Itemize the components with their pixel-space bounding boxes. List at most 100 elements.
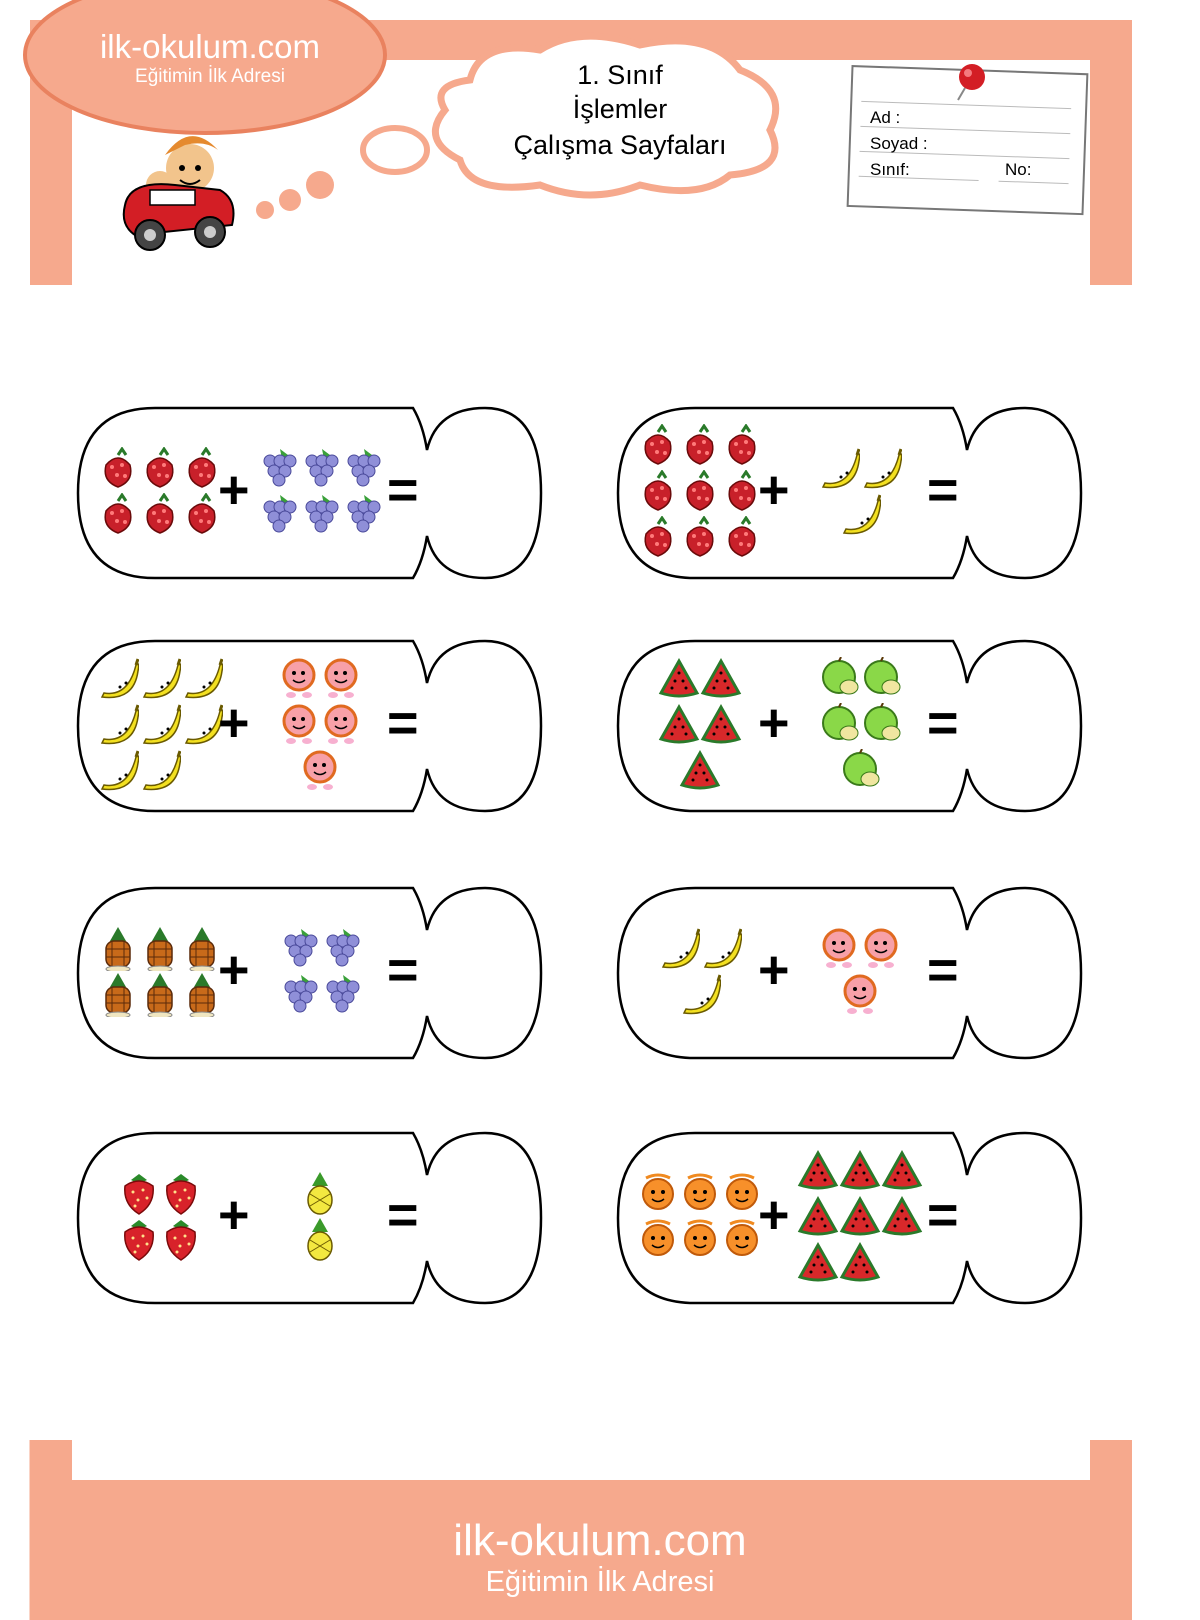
- raspberry-icon: [686, 516, 714, 557]
- footer-brand-name[interactable]: ilk-okulum.com: [453, 1516, 747, 1565]
- footer-brand-tagline: Eğitimin İlk Adresi: [485, 1566, 715, 1598]
- watermelon-icon: [839, 1149, 881, 1190]
- orange-icon: [726, 1173, 758, 1210]
- strawberry-icon: [124, 1174, 154, 1215]
- title-cloud: [432, 32, 780, 199]
- orange-icon: [684, 1219, 716, 1256]
- answer-box[interactable]: [975, 658, 1075, 794]
- exercise-card-outline: [76, 406, 543, 580]
- watermelon-icon: [658, 703, 700, 744]
- exercise-card: +=: [615, 885, 1095, 1061]
- pineapple-icon: [189, 927, 215, 971]
- car-kid-icon: [122, 136, 235, 251]
- watermelon-icon: [700, 657, 742, 698]
- grapes-icon: [347, 495, 381, 533]
- apple-icon: [822, 657, 859, 695]
- equals-sign: =: [927, 940, 959, 1000]
- raspberry-icon: [686, 424, 714, 465]
- plus-sign: +: [758, 693, 790, 753]
- equals-sign: =: [387, 1185, 419, 1245]
- raspberry-icon: [188, 447, 216, 488]
- watermelon-icon: [881, 1195, 923, 1236]
- watermelon-icon: [797, 1149, 839, 1190]
- raspberry-icon: [188, 493, 216, 534]
- grapes-icon: [263, 449, 297, 487]
- pineapple-icon: [105, 927, 131, 971]
- exercise-card: +=: [75, 405, 555, 581]
- plus-sign: +: [758, 460, 790, 520]
- apple-icon: [822, 703, 859, 741]
- exercise-card: +=: [615, 1130, 1095, 1306]
- grapes-icon: [284, 975, 318, 1013]
- grapes-icon: [305, 495, 339, 533]
- banana-icon: [184, 704, 223, 745]
- exercise-card: +=: [615, 405, 1095, 581]
- banana-icon: [100, 750, 139, 791]
- exercise-card: +=: [75, 885, 555, 1061]
- banana-icon: [100, 704, 139, 745]
- answer-box[interactable]: [435, 1150, 535, 1286]
- raspberry-icon: [728, 516, 756, 557]
- watermelon-icon: [881, 1149, 923, 1190]
- plus-sign: +: [218, 693, 250, 753]
- watermelon-icon: [679, 749, 721, 790]
- raspberry-icon: [644, 424, 672, 465]
- plus-sign: +: [758, 1185, 790, 1245]
- raspberry-icon: [644, 470, 672, 511]
- answer-box[interactable]: [975, 425, 1075, 561]
- plus-sign: +: [758, 940, 790, 1000]
- grapefruit-icon: [843, 974, 877, 1014]
- pineapple-icon: [105, 973, 131, 1017]
- answer-box[interactable]: [435, 425, 535, 561]
- raspberry-icon: [686, 470, 714, 511]
- grapefruit-icon: [303, 750, 337, 790]
- raspberry-icon: [104, 447, 132, 488]
- grapes-icon: [326, 929, 360, 967]
- banana-icon: [142, 658, 181, 699]
- answer-box[interactable]: [435, 658, 535, 794]
- banana-icon: [703, 928, 742, 969]
- no-label: No:: [1005, 160, 1032, 179]
- page-title-line-2: İşlemler: [572, 94, 668, 124]
- raspberry-icon: [146, 493, 174, 534]
- banana-icon: [821, 448, 860, 489]
- answer-box[interactable]: [975, 1150, 1075, 1286]
- plus-sign: +: [218, 460, 250, 520]
- grapes-icon: [326, 975, 360, 1013]
- page-title-line-1: 1. Sınıf: [577, 60, 663, 90]
- sinif-label: Sınıf:: [870, 160, 910, 179]
- grapes-icon: [305, 449, 339, 487]
- watermelon-icon: [797, 1241, 839, 1282]
- pineapple-small-icon: [307, 1172, 333, 1215]
- exercise-card: +=: [75, 638, 555, 814]
- banana-icon: [184, 658, 223, 699]
- answer-box[interactable]: [435, 905, 535, 1041]
- brand-tagline: Eğitimin İlk Adresi: [135, 66, 285, 87]
- plus-sign: +: [218, 1185, 250, 1245]
- pineapple-icon: [189, 973, 215, 1017]
- answer-box[interactable]: [975, 905, 1075, 1041]
- banana-icon: [142, 750, 181, 791]
- brand-name[interactable]: ilk-okulum.com: [99, 28, 321, 65]
- banana-icon: [842, 494, 881, 535]
- apple-icon: [843, 749, 880, 787]
- orange-icon: [726, 1219, 758, 1256]
- banana-icon: [863, 448, 902, 489]
- grapefruit-icon: [324, 658, 358, 698]
- orange-icon: [642, 1173, 674, 1210]
- raspberry-icon: [146, 447, 174, 488]
- apple-icon: [864, 703, 901, 741]
- exercise-card: +=: [615, 638, 1095, 814]
- apple-icon: [864, 657, 901, 695]
- equals-sign: =: [387, 940, 419, 1000]
- banana-icon: [142, 704, 181, 745]
- soyad-label: Soyad :: [870, 134, 928, 153]
- grapefruit-icon: [864, 928, 898, 968]
- orange-icon: [642, 1219, 674, 1256]
- exercise-card: +=: [75, 1130, 555, 1306]
- orange-icon: [684, 1173, 716, 1210]
- watermelon-icon: [839, 1195, 881, 1236]
- exercise-card-outline: [616, 886, 1083, 1060]
- exercise-card-outline: [76, 1131, 543, 1305]
- equals-sign: =: [927, 1185, 959, 1245]
